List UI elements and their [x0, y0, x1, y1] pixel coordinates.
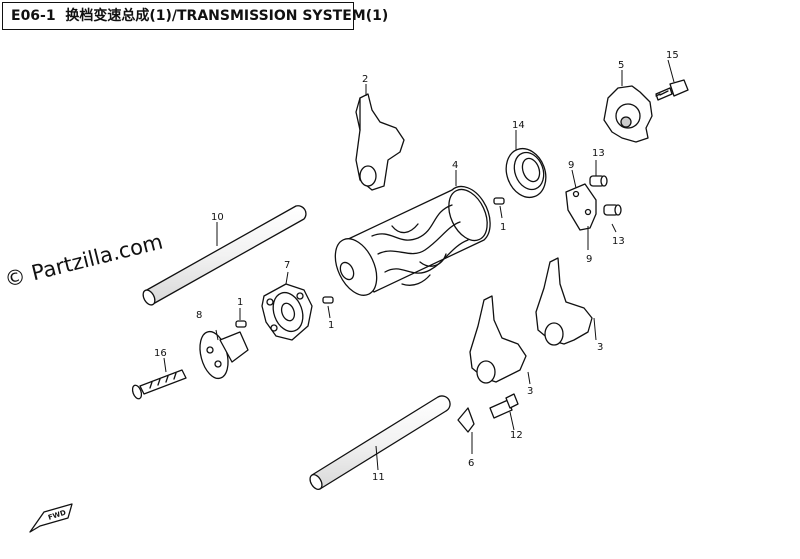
part-12-bolt[interactable]: [489, 393, 519, 419]
callout-1-upper: 1: [500, 222, 506, 233]
diagram-title: 换档变速总成(1)/TRANSMISSION SYSTEM(1): [65, 8, 389, 24]
callout-13-bottom: 13: [612, 236, 625, 247]
part-11-shift-rod[interactable]: [308, 395, 451, 491]
part-14-bearing[interactable]: [500, 143, 553, 203]
callout-7: 7: [284, 260, 290, 271]
part-1-pin-upper[interactable]: [493, 197, 505, 205]
callout-9-top: 9: [568, 160, 574, 171]
callout-1-left: 1: [237, 297, 243, 308]
part-2-shift-fork[interactable]: [355, 93, 405, 191]
callout-8: 8: [196, 310, 202, 321]
part-15-bolt[interactable]: [655, 79, 689, 101]
diagram-header: E06-1 换档变速总成(1)/TRANSMISSION SYSTEM(1): [2, 2, 388, 30]
part-13-screw-upper[interactable]: [589, 175, 608, 187]
callout-16: 16: [154, 348, 167, 359]
part-16-bolt[interactable]: [131, 369, 187, 400]
callout-10: 10: [211, 212, 224, 223]
part-1-pin-left[interactable]: [235, 320, 247, 328]
callout-14: 14: [512, 120, 525, 131]
part-3-shift-fork-left[interactable]: [469, 295, 527, 384]
callout-5: 5: [618, 60, 624, 71]
part-13-screw-lower[interactable]: [603, 204, 622, 216]
part-4-shift-drum[interactable]: [327, 183, 495, 301]
callout-3-right: 3: [597, 342, 603, 353]
leader-lines: [163, 59, 675, 471]
fwd-arrow-icon: [29, 503, 73, 533]
callout-4: 4: [452, 160, 458, 171]
callout-9-bottom: 9: [586, 254, 592, 265]
part-7-drum-segment[interactable]: [261, 283, 313, 341]
callout-3-left: 3: [527, 386, 533, 397]
callout-12: 12: [510, 430, 523, 441]
callout-11: 11: [372, 472, 385, 483]
part-3-shift-fork-right[interactable]: [535, 257, 593, 346]
part-1-pin-middle[interactable]: [322, 296, 334, 304]
callout-2: 2: [362, 74, 368, 85]
callout-6: 6: [468, 458, 474, 469]
callout-15: 15: [666, 50, 679, 61]
part-10-shift-rod[interactable]: [141, 205, 307, 307]
diagram-code: E06-1: [11, 8, 56, 24]
part-5-cam-stopper[interactable]: [603, 85, 653, 143]
callout-13-top: 13: [592, 148, 605, 159]
part-9-plate[interactable]: [565, 183, 597, 231]
callout-1-middle: 1: [328, 320, 334, 331]
part-8-plate[interactable]: [195, 328, 249, 381]
part-6-pin-plate[interactable]: [457, 407, 475, 433]
